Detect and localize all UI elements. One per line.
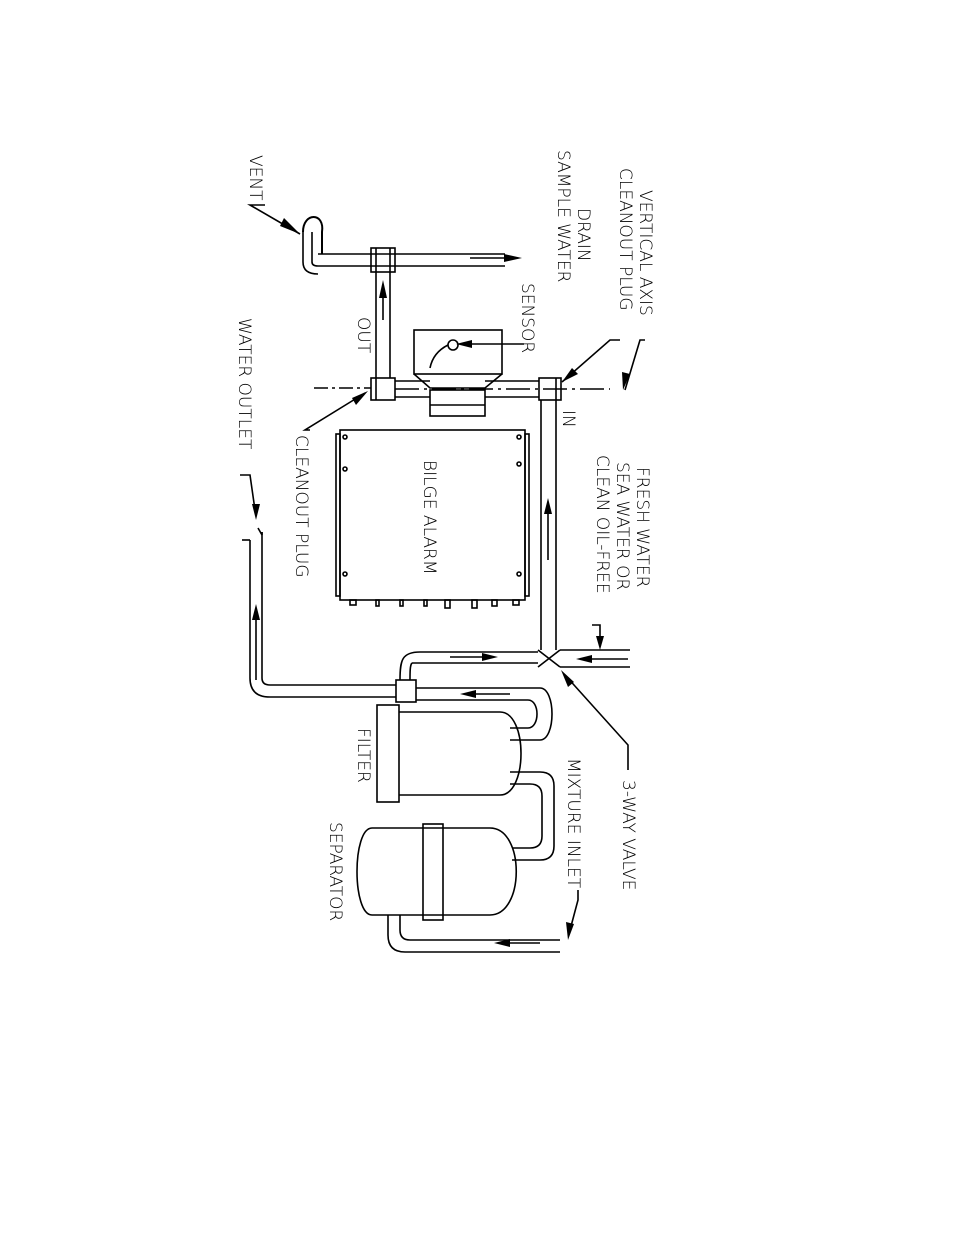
flow-arrow-left-icon — [576, 655, 592, 663]
flow-arrow-left-icon — [460, 690, 476, 698]
label-out: OUT — [353, 317, 373, 354]
flow-arrow-up-icon — [379, 280, 387, 298]
label-in: IN — [558, 410, 578, 428]
label-fresh-water: FRESH WATER — [632, 467, 652, 587]
label-vertical-axis: VERTICAL AXIS — [635, 190, 655, 316]
separator-unit — [357, 824, 516, 920]
flow-arrow-up-icon — [252, 604, 260, 620]
label-clean-oil-free: CLEAN OIL-FREE — [592, 455, 612, 594]
label-3-way-valve: 3-WAY VALVE — [618, 780, 638, 890]
label-sensor: SENSOR — [517, 283, 537, 353]
label-filter: FILTER — [353, 728, 373, 783]
label-water-outlet: WATER OUTLET — [234, 318, 254, 450]
sensor-unit — [414, 330, 502, 416]
label-cleanout-plug-top: CLEANOUT PLUG — [615, 168, 635, 311]
sensor-fitting-icon — [448, 340, 458, 350]
label-cleanout-plug-left: CLEANOUT PLUG — [291, 435, 311, 578]
label-mixture-inlet: MIXTURE INLET — [563, 758, 583, 889]
filter-unit — [377, 705, 521, 802]
label-drain: DRAIN — [573, 208, 593, 262]
flow-arrow-right-icon — [482, 653, 498, 661]
flow-arrow-up-icon — [544, 498, 552, 514]
label-sea-water-or: SEA WATER OR — [612, 462, 632, 590]
label-sample-water: SAMPLE WATER — [553, 150, 573, 282]
label-separator: SEPARATOR — [325, 822, 345, 921]
flow-arrow-right-icon — [504, 254, 522, 262]
label-bilge-alarm: BILGE ALARM — [419, 460, 439, 575]
label-vent: VENT — [245, 155, 265, 201]
